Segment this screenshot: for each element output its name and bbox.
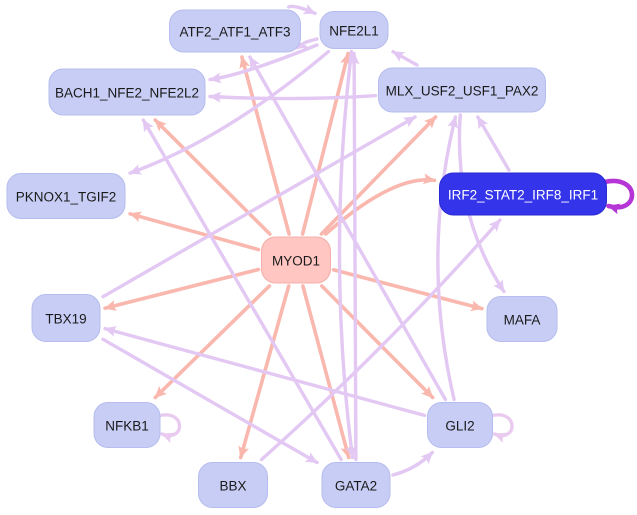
node-shape[interactable]: [319, 11, 389, 49]
node-shape[interactable]: [198, 462, 268, 508]
node-NFE2L1[interactable]: NFE2L1: [319, 11, 389, 49]
edge-GLI2-TBX19: [103, 326, 427, 418]
node-shape[interactable]: [31, 294, 101, 342]
edge-GLI2-MLX_USF2_USF1_PAX2: [436, 115, 459, 402]
node-ATF2_ATF1_ATF3[interactable]: ATF2_ATF1_ATF3: [169, 9, 301, 53]
node-PKNOX1_TGIF2[interactable]: PKNOX1_TGIF2: [6, 173, 126, 219]
node-IRF2_STAT2_IRF8_IRF1[interactable]: IRF2_STAT2_IRF8_IRF1: [439, 172, 607, 216]
edge-NFE2L1-PKNOX1_TGIF2: [128, 49, 331, 175]
node-shape[interactable]: [6, 173, 126, 219]
edge-MYOD1-GLI2: [320, 284, 435, 400]
edge-TBX19-MLX_USF2_USF1_PAX2: [101, 115, 417, 299]
node-shape[interactable]: [378, 67, 546, 113]
node-NFKB1[interactable]: NFKB1: [93, 402, 161, 448]
node-shape[interactable]: [486, 296, 558, 342]
self-loop-IRF2_STAT2_IRF8_IRF1: [602, 178, 635, 215]
edge-MYOD1-PKNOX1_TGIF2: [128, 211, 261, 252]
edge-GLI2-ATF2_ATF1_ATF3: [248, 55, 448, 402]
edge-MYOD1-BACH1_NFE2_NFE2L2: [153, 118, 272, 236]
edge-GATA2-NFE2L1: [348, 51, 360, 462]
node-shape[interactable]: [261, 236, 331, 284]
edge-NFE2L1-ATF2_ATF1_ATF3: [293, 37, 319, 50]
node-GLI2[interactable]: GLI2: [427, 402, 493, 448]
self-loop-GLI2: [488, 413, 514, 444]
node-shape[interactable]: [93, 402, 161, 448]
node-TBX19[interactable]: TBX19: [31, 294, 101, 342]
node-shape[interactable]: [321, 462, 391, 508]
node-MYOD1[interactable]: MYOD1: [261, 236, 331, 284]
edge-MYOD1-GATA2: [301, 284, 352, 460]
node-GATA2[interactable]: GATA2: [321, 462, 391, 508]
edge-ATF2_ATF1_ATF3-NFE2L1: [287, 3, 317, 15]
edge-IRF2_STAT2_IRF8_IRF1-MLX_USF2_USF1_PAX2: [476, 115, 511, 172]
node-MAFA[interactable]: MAFA: [486, 296, 558, 342]
edge-layer: [101, 3, 635, 477]
node-BACH1_NFE2_NFE2L2[interactable]: BACH1_NFE2_NFE2L2: [48, 68, 206, 116]
node-shape[interactable]: [48, 68, 206, 116]
edge-MYOD1-MAFA: [331, 268, 484, 312]
edge-BBX-IRF2_STAT2_IRF8_IRF1: [259, 218, 502, 462]
node-BBX[interactable]: BBX: [198, 462, 268, 508]
node-shape[interactable]: [439, 172, 607, 216]
edge-MYOD1-NFE2L1: [300, 51, 351, 236]
self-loop-NFKB1: [156, 413, 182, 444]
edge-MYOD1-ATF2_ATF1_ATF3: [239, 55, 291, 236]
node-shape[interactable]: [169, 9, 301, 53]
node-MLX_USF2_USF1_PAX2[interactable]: MLX_USF2_USF1_PAX2: [378, 67, 546, 113]
edge-MLX_USF2_USF1_PAX2-NFE2L1: [391, 50, 419, 67]
edge-GATA2-GLI2: [391, 450, 435, 477]
edge-GATA2-BACH1_NFE2_NFE2L2: [141, 118, 343, 462]
edge-MLX_USF2_USF1_PAX2-BACH1_NFE2_NFE2L2: [208, 91, 378, 103]
node-shape[interactable]: [427, 402, 493, 448]
edge-NFE2L1-GATA2: [337, 49, 357, 460]
